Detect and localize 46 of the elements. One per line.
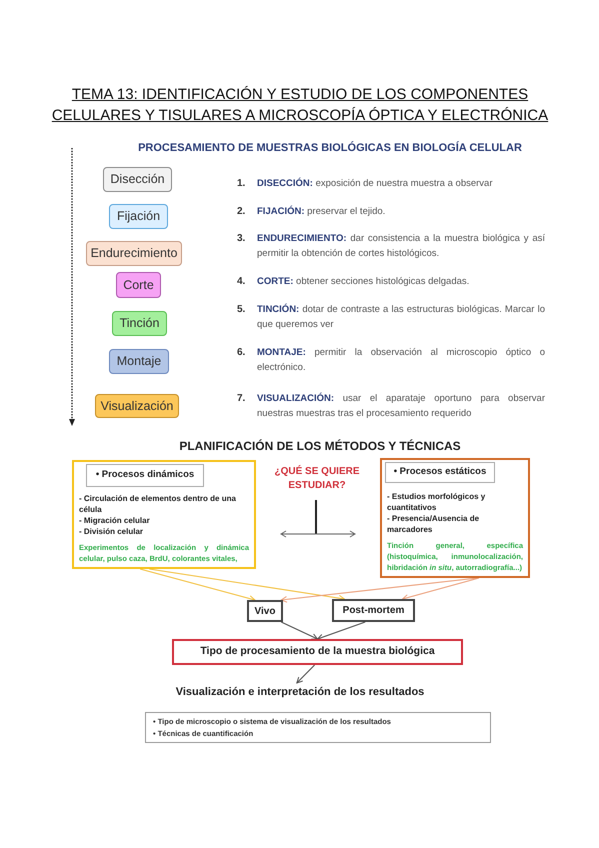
list-item: - División celular: [79, 526, 144, 537]
list-item: - Migración celular: [79, 515, 151, 526]
step-description: CORTE: obtener secciones histológicas delgadas.: [257, 275, 470, 289]
step-box: Visualización: [95, 394, 179, 418]
list-item: - Estudios morfológicos y cuantitativos: [387, 491, 486, 513]
arrow: [149, 568, 345, 602]
category-box: [380, 458, 530, 578]
arrow: [317, 621, 366, 640]
step-box: Disección: [103, 167, 172, 192]
page-title: TEMA 13: IDENTIFICACIÓN Y ESTUDIO DE LOS COMPONENTES CELULARES Y TISULARES A MICROSCOPÍA ÓPTICA Y ELECTRÓNICA: [50, 85, 550, 126]
arrow: [280, 622, 318, 640]
step-description: ENDURECIMIENTO: dar consistencia a la muestra biológica y así permitir la obtención de cortes histológicos.: [257, 232, 545, 261]
step-description: MONTAJE: permitir la observación al microscopio óptico o electrónico.: [257, 346, 545, 375]
step-number: 7.: [237, 392, 246, 406]
option-box: Post-mortem: [332, 599, 415, 622]
section-heading: PROCESAMIENTO DE MUESTRAS BIOLÓGICAS EN BIOLOGÍA CELULAR: [137, 140, 523, 156]
section-heading: PLANIFICACIÓN DE LOS MÉTODOS Y TÉCNICAS: [178, 438, 462, 455]
category-box: [72, 460, 256, 569]
arrow: [402, 577, 480, 601]
result-text: Visualización e interpretación de los resultados: [140, 683, 460, 701]
note-box: [145, 712, 491, 743]
step-number: 1.: [237, 177, 246, 191]
option-box: Vivo: [247, 600, 283, 622]
step-number: 2.: [237, 205, 246, 219]
question-text: ¿QUÉ SE QUIERE ESTUDIAR?: [273, 465, 360, 493]
arrow: [280, 577, 478, 603]
step-box: Montaje: [109, 349, 169, 374]
step-box: Endurecimiento: [86, 241, 182, 266]
step-description: TINCIÓN: dotar de contraste a las estructuras biológicas. Marcar lo que queremos ver: [257, 302, 545, 332]
list-item: - Circulación de elementos dentro de una célula: [79, 493, 237, 515]
category-heading-box: • Procesos dinámicos: [86, 464, 204, 487]
arrow: [296, 664, 315, 684]
step-box: Fijación: [109, 204, 168, 229]
step-description: DISECCIÓN: exposición de nuestra muestra a observar: [257, 176, 494, 191]
category-heading-box: • Procesos estáticos: [385, 462, 495, 483]
process-box: Tipo de procesamiento de la muestra biológica: [172, 639, 463, 665]
step-number: 5.: [237, 303, 246, 317]
step-number: 4.: [237, 275, 246, 289]
step-description: FIJACIÓN: preservar el tejido.: [257, 204, 386, 219]
step-number: 6.: [237, 346, 246, 360]
step-number: 3.: [237, 232, 246, 246]
list-item: - Presencia/Ausencia de marcadores: [387, 513, 480, 535]
step-box: Tinción: [112, 311, 167, 336]
step-box: Corte: [116, 272, 161, 298]
arrow: [140, 568, 256, 602]
step-description: VISUALIZACIÓN: usar el aparataje oportuno para observar nuestras muestras tras el procesamiento requerido: [257, 392, 545, 421]
